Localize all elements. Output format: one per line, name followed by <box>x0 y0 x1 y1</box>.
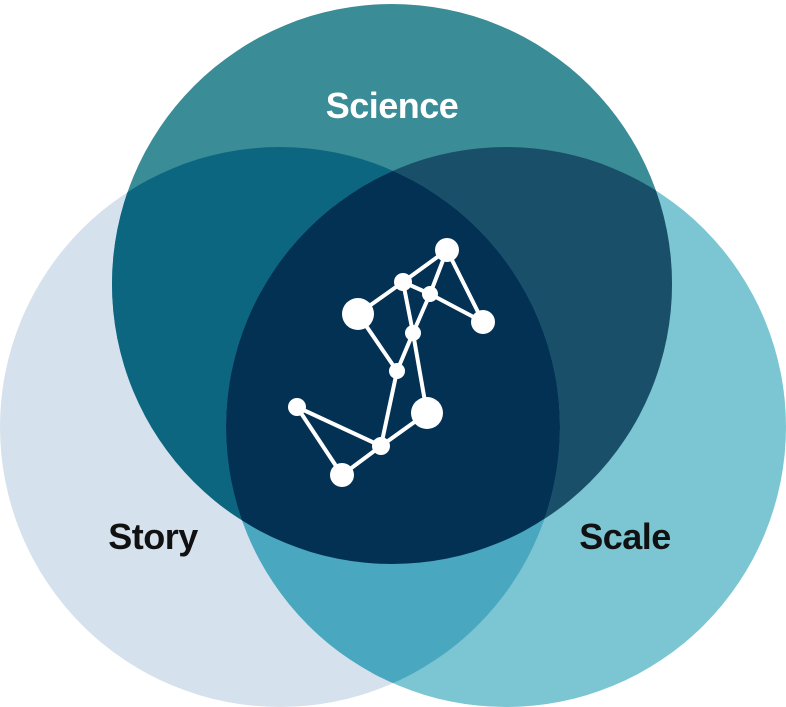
center-overlap <box>226 147 560 564</box>
network-node <box>471 310 495 334</box>
network-edge <box>295 405 383 448</box>
network-node <box>411 397 443 429</box>
story-label: Story <box>108 516 198 557</box>
network-node <box>435 238 459 262</box>
network-node <box>389 363 405 379</box>
network-nodes <box>288 238 495 487</box>
network-node <box>330 463 354 487</box>
science-label: Science <box>326 85 459 126</box>
network-edge <box>445 248 485 324</box>
network-edge <box>295 405 344 477</box>
scale-label: Scale <box>579 516 671 557</box>
network-node <box>394 273 412 291</box>
network-node <box>342 298 374 330</box>
network-node <box>288 398 306 416</box>
network-node <box>372 437 390 455</box>
network-graph-icon <box>288 238 495 487</box>
network-node <box>405 325 421 341</box>
network-node <box>422 286 438 302</box>
network-edge <box>379 369 399 448</box>
